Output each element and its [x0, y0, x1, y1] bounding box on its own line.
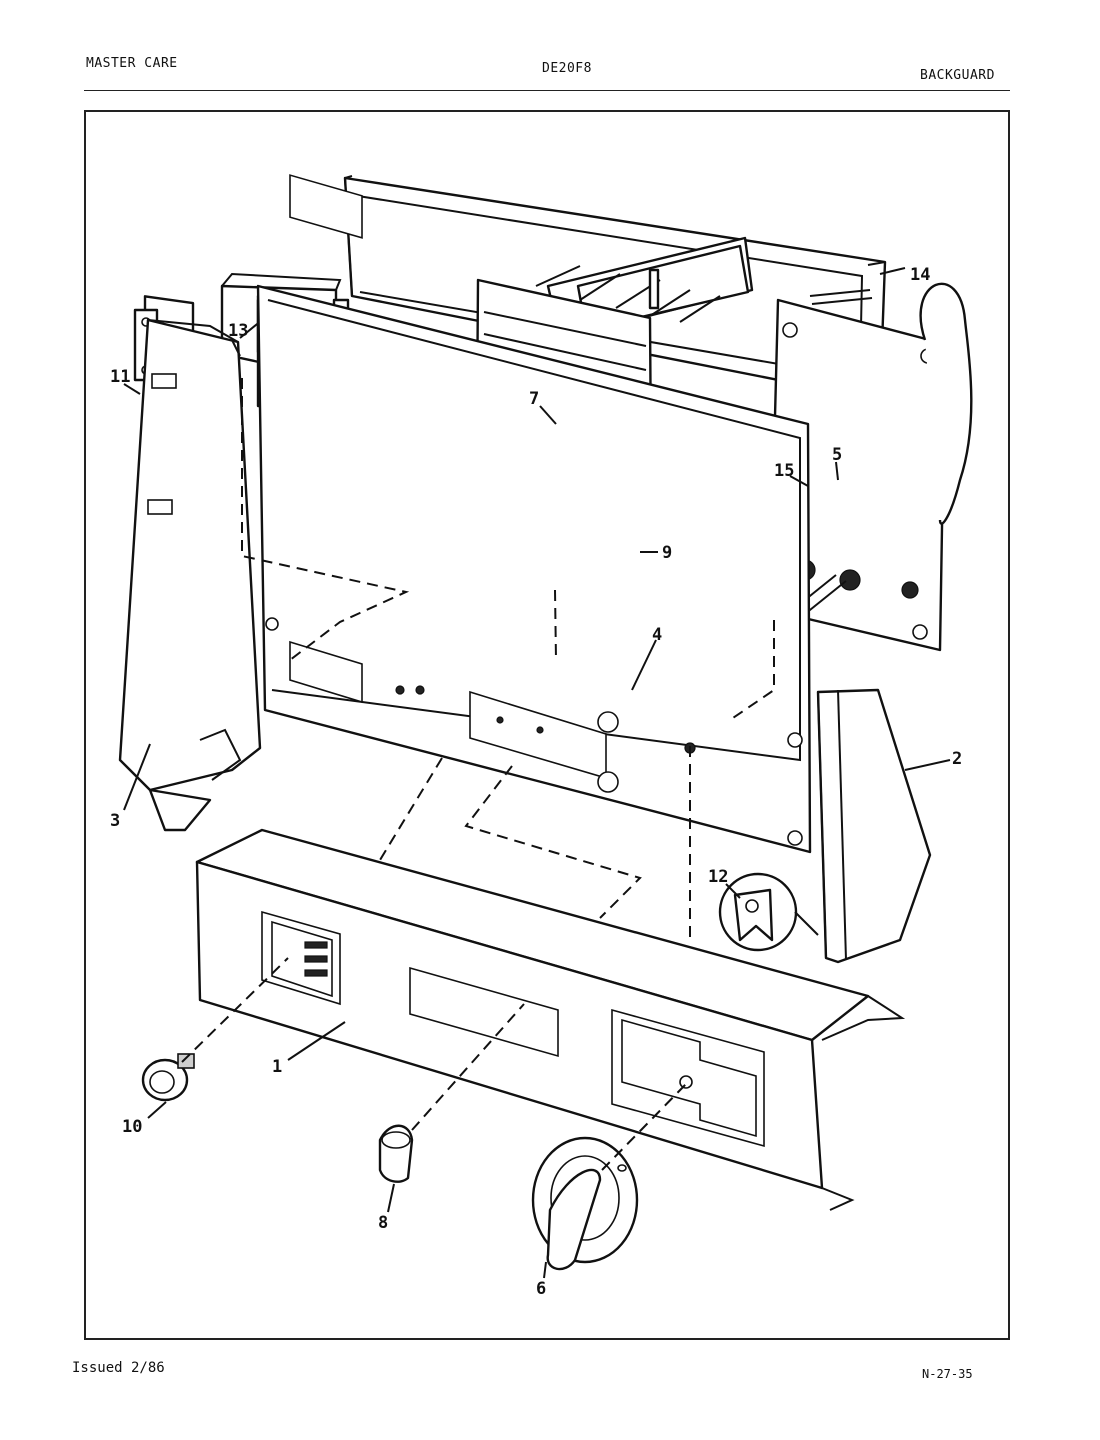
part-6-selector-knob — [531, 1136, 639, 1271]
callout-3: 3 — [110, 811, 120, 831]
header-section: BACKGUARD — [920, 68, 995, 83]
part-4-backplate — [256, 174, 812, 854]
callout-8: 8 — [378, 1213, 388, 1233]
part-1-front-panel — [195, 828, 906, 1211]
part-2-right-endcap — [816, 688, 932, 964]
part-10-knob — [141, 1053, 195, 1102]
callout-10: 10 — [122, 1117, 142, 1137]
callout-11: 11 — [110, 367, 130, 387]
callout-5: 5 — [832, 445, 842, 465]
callout-1: 1 — [272, 1057, 282, 1077]
part-8-knob — [378, 1124, 414, 1183]
header-model: DE20F8 — [542, 61, 592, 76]
callout-4: 4 — [652, 625, 662, 645]
header-rule — [84, 90, 1010, 91]
callout-15: 15 — [774, 461, 794, 481]
header-brand: MASTER CARE — [86, 56, 178, 71]
footer-page-code: N-27-35 — [922, 1367, 973, 1381]
callout-6: 6 — [536, 1279, 546, 1299]
callout-7: 7 — [529, 389, 539, 409]
callout-12: 12 — [708, 867, 728, 887]
diagram-frame — [84, 110, 1010, 1340]
assembly-lines — [181, 378, 775, 1171]
callout-13: 13 — [228, 321, 248, 341]
callout-14: 14 — [910, 265, 930, 285]
leader-lines — [123, 267, 951, 1279]
part-3-left-endcap — [118, 318, 262, 832]
footer-issued: Issued 2/86 — [72, 1360, 165, 1376]
callout-2: 2 — [952, 749, 962, 769]
part-5-15-timer — [768, 282, 973, 652]
part-12-clip-inset — [718, 872, 819, 952]
callout-9-top: 9 — [662, 543, 672, 563]
